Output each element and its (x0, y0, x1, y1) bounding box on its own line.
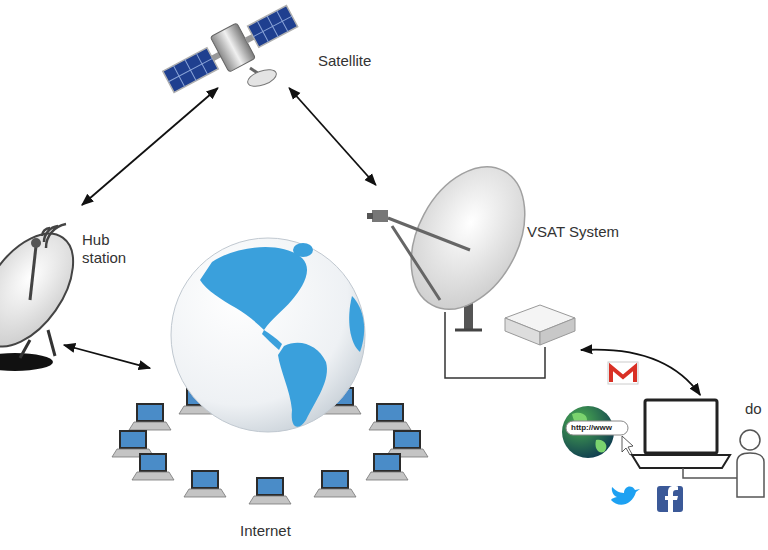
satellite-figure (246, 66, 279, 89)
hub-dish-figure (0, 353, 53, 371)
laptop-ring (366, 453, 408, 480)
modem-figure (540, 318, 575, 345)
web-icon (566, 421, 628, 435)
laptop-figure (632, 455, 730, 468)
satellite-figure (163, 48, 218, 93)
laptop-figure (645, 400, 717, 453)
globe-figure (293, 243, 313, 257)
laptop-figure (632, 400, 730, 468)
laptop-ring (386, 430, 428, 457)
vsat-dish-figure (367, 213, 373, 219)
node-label: VSAT System (527, 223, 619, 241)
web-icon (562, 406, 633, 458)
node-label: Internet (240, 522, 291, 540)
globe-figure (262, 330, 282, 350)
laptop-ring (369, 403, 411, 430)
satellite-figure (210, 23, 255, 72)
hub-dish-figure (31, 238, 41, 248)
bird-icon (611, 486, 640, 504)
vsat-dish-figure (388, 147, 548, 328)
laptop-ring (314, 470, 356, 497)
link-arrow (82, 88, 218, 205)
globe-figure (171, 238, 365, 432)
laptop-ring (184, 470, 226, 497)
f-icon (665, 486, 678, 512)
mail-icon (611, 367, 635, 382)
satellite-node: Satellite (180, 2, 390, 88)
satellite-figure (163, 48, 218, 93)
laptop-ring (132, 453, 174, 480)
vsat-node: VSAT System (365, 185, 635, 350)
globe-figure (200, 247, 307, 330)
satellite-figure (248, 5, 298, 47)
mail-icon (608, 362, 638, 384)
hub-dish-figure (0, 217, 92, 371)
laptop-ring (132, 453, 408, 504)
vsat-dish-figure (367, 147, 548, 330)
satellite-figure (248, 5, 298, 47)
laptop-ring (112, 430, 154, 457)
hub-dish-figure (30, 246, 36, 300)
globe-figure (278, 343, 327, 427)
hub-dish-figure (0, 217, 92, 363)
web-icon (622, 436, 633, 455)
globe-figure (171, 238, 365, 432)
internet-node: Internet (150, 240, 395, 545)
vsat-dish-figure (455, 329, 482, 332)
satellite-figure (159, 0, 301, 99)
link-arrow (289, 88, 376, 185)
url-label: http://www (571, 423, 612, 433)
node-label: Hub station (82, 231, 137, 267)
hub-dish-figure (42, 224, 66, 248)
mail-icon (608, 362, 638, 384)
desk-line (683, 468, 737, 478)
node-label: Satellite (318, 52, 371, 70)
vsat-dish-figure (388, 218, 470, 300)
f-icon (657, 486, 683, 512)
person-figure (737, 430, 764, 497)
modem-figure (505, 318, 540, 345)
person-figure (737, 453, 764, 497)
vsat-dish-figure (372, 210, 388, 222)
modem-figure (505, 305, 575, 345)
hub-station-node: Hub station (0, 205, 139, 345)
f-icon (657, 486, 683, 512)
globe-figure (349, 296, 364, 352)
link-arrow (64, 345, 150, 368)
laptop-ring (129, 403, 171, 430)
user-node: do (635, 395, 768, 515)
person-figure (740, 430, 760, 450)
link-arrow (581, 350, 700, 395)
laptop-ring (249, 477, 291, 504)
node-label: do (745, 400, 762, 418)
